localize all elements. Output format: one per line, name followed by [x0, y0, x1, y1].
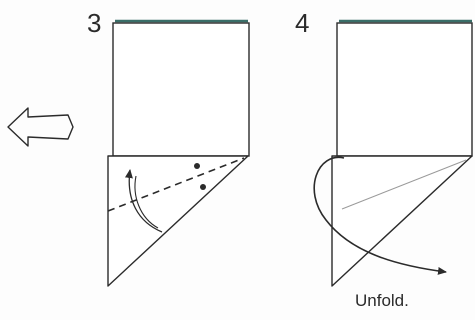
step-4-crease-line: [341, 159, 467, 210]
step-3-fold-arrow-back: [134, 175, 159, 229]
step-3-figure: [107, 19, 250, 287]
step-4-lower-triangle: [331, 155, 473, 287]
step-3-fold-arrow: [124, 169, 163, 233]
step-3-number: 3: [87, 8, 101, 38]
step-3-valley-fold-line: [107, 157, 245, 212]
step-3-lower-triangle: [107, 155, 249, 287]
step-3-dot-upper: [194, 163, 200, 169]
step-4-caption: Unfold.: [355, 291, 409, 310]
step-4-figure: Unfold.: [313, 19, 473, 310]
step-4-unfold-arrow: [313, 156, 447, 275]
step-3-dot-lower: [200, 184, 206, 190]
step-4-number: 4: [295, 8, 309, 38]
step-4-upper-square: [336, 22, 473, 157]
step-3-upper-square: [112, 22, 250, 157]
outline-arrow-icon: [7, 107, 74, 147]
